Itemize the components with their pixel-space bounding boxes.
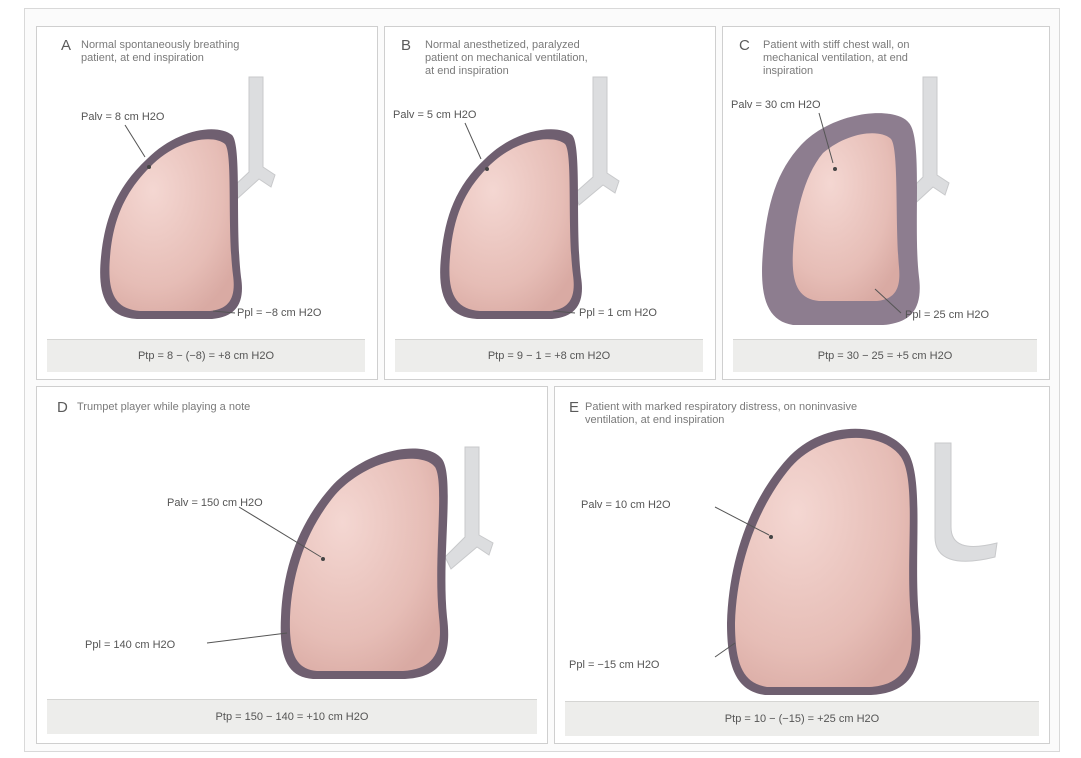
airway [575,77,619,205]
ptp-formula: Ptp = 150 − 140 = +10 cm H2O [216,711,369,723]
panel-d: D Trumpet player while playing a note Pa… [36,386,548,744]
ppl-label: Ppl = −8 cm H2O [237,307,321,319]
ptp-formula: Ptp = 9 − 1 = +8 cm H2O [488,350,610,362]
palv-label: Palv = 10 cm H2O [581,499,671,511]
lung-illustration [37,27,377,379]
airway [445,447,493,569]
airway [233,77,275,199]
ptp-formula-bar: Ptp = 10 − (−15) = +25 cm H2O [565,701,1039,736]
ppl-label: Ppl = 25 cm H2O [905,309,989,321]
ptp-formula: Ptp = 10 − (−15) = +25 cm H2O [725,713,879,725]
ptp-formula-bar: Ptp = 30 − 25 = +5 cm H2O [733,339,1037,372]
lung-illustration [37,387,547,743]
ppl-label: Ppl = −15 cm H2O [569,659,660,671]
ptp-formula-bar: Ptp = 150 − 140 = +10 cm H2O [47,699,537,734]
lung-illustration [555,387,1049,743]
palv-label: Palv = 8 cm H2O [81,111,164,123]
ppl-label: Ppl = 140 cm H2O [85,639,175,651]
lung [109,139,233,311]
panel-c: C Patient with stiff chest wall, on mech… [722,26,1050,380]
airway [935,443,997,561]
ptp-formula-bar: Ptp = 8 − (−8) = +8 cm H2O [47,339,365,372]
lung-illustration [723,27,1049,379]
panel-b: B Normal anesthetized, paralyzed patient… [384,26,716,380]
ptp-formula: Ptp = 30 − 25 = +5 cm H2O [818,350,953,362]
panel-e: E Patient with marked respiratory distre… [554,386,1050,744]
panel-a: A Normal spontaneously breathing patient… [36,26,378,380]
palv-label: Palv = 150 cm H2O [167,497,263,509]
lung [290,459,440,671]
ptp-formula: Ptp = 8 − (−8) = +8 cm H2O [138,350,274,362]
ppl-label: Ppl = 1 cm H2O [579,307,657,319]
lung [735,438,912,687]
lung [449,139,573,311]
lung-illustration [385,27,715,379]
ptp-formula-bar: Ptp = 9 − 1 = +8 cm H2O [395,339,703,372]
palv-label: Palv = 30 cm H2O [731,99,821,111]
palv-label: Palv = 5 cm H2O [393,109,476,121]
